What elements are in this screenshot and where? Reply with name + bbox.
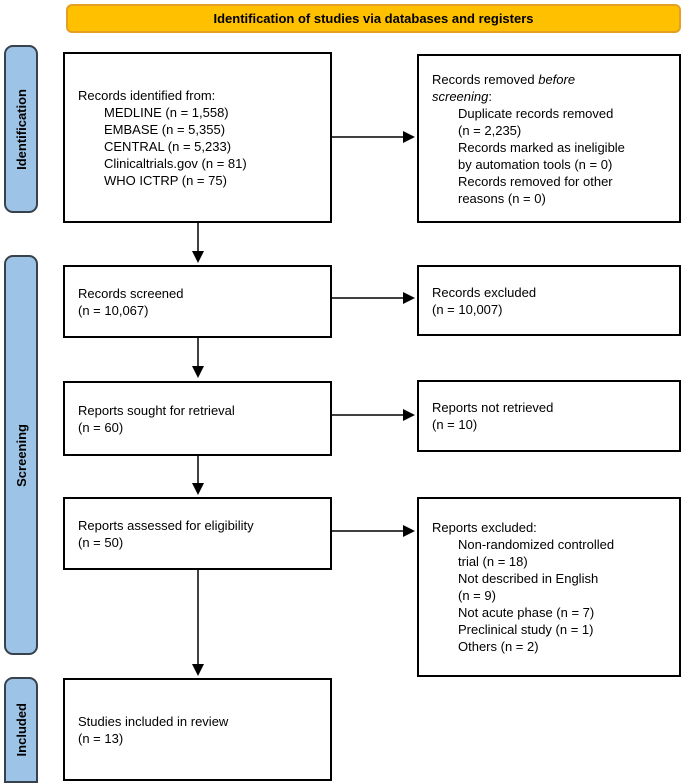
banner-label: Identification of studies via databases …: [213, 11, 534, 26]
removed-duplicates-line2: (n = 2,235): [458, 122, 522, 138]
box-records-screened: Records screened (n = 10,067): [63, 265, 332, 338]
records-removed-intro-italic1: before: [538, 71, 576, 87]
box-studies-included: Studies included in review (n = 13): [63, 678, 332, 781]
stage-identification-text: Identification: [13, 88, 29, 170]
stage-included-text: Included: [13, 703, 29, 757]
reports-assessed-text: Reports assessed for eligibility: [78, 517, 254, 533]
box-reports-assessed: Reports assessed for eligibility (n = 50…: [63, 497, 332, 570]
banner-identification-via-databases: Identification of studies via databases …: [66, 4, 681, 33]
source-clinicaltrials: Clinicaltrials.gov (n = 81): [104, 155, 247, 171]
records-excluded-count: (n = 10,007): [432, 301, 503, 317]
records-excluded-text: Records excluded: [432, 284, 537, 300]
excl-nonrandomized-line1: Non-randomized controlled: [458, 537, 615, 552]
records-removed-intro-line1: Records removed before: [432, 71, 671, 88]
records-removed-intro-line2: screening:: [432, 88, 671, 105]
source-who-ictrp: WHO ICTRP (n = 75): [104, 172, 227, 188]
removed-other-line2: reasons (n = 0): [458, 190, 546, 206]
excl-not-english-line2: (n = 9): [458, 588, 496, 603]
excl-not-acute-phase: Not acute phase (n = 7): [458, 605, 595, 620]
removed-other-line1: Records removed for other: [458, 173, 613, 189]
box-records-identified: Records identified from: MEDLINE (n = 1,…: [63, 52, 332, 223]
reports-not-retrieved-text: Reports not retrieved: [432, 400, 554, 415]
stage-label-identification: Identification: [4, 45, 38, 213]
box-reports-not-retrieved: Reports not retrieved (n = 10): [417, 380, 681, 452]
records-screened-count: (n = 10,067): [78, 302, 149, 318]
source-medline: MEDLINE (n = 1,558): [104, 104, 229, 120]
records-removed-intro-italic2: screening: [432, 88, 489, 104]
removed-automation-line2: by automation tools (n = 0): [458, 156, 613, 172]
source-central: CENTRAL (n = 5,233): [104, 138, 232, 154]
box-reports-excluded: Reports excluded: Non-randomized control…: [417, 497, 681, 677]
reports-sought-count: (n = 60): [78, 419, 124, 435]
removed-duplicates-line1: Duplicate records removed: [458, 105, 614, 121]
records-removed-intro-plain: Records removed: [432, 71, 539, 87]
source-embase: EMBASE (n = 5,355): [104, 121, 226, 137]
removed-automation-line1: Records marked as ineligible: [458, 139, 625, 155]
excl-preclinical: Preclinical study (n = 1): [458, 622, 594, 637]
studies-included-count: (n = 13): [78, 730, 124, 746]
records-screened-text: Records screened: [78, 285, 184, 301]
reports-sought-text: Reports sought for retrieval: [78, 402, 235, 418]
stage-label-included: Included: [4, 677, 38, 783]
box-records-excluded: Records excluded (n = 10,007): [417, 265, 681, 336]
reports-excluded-intro: Reports excluded:: [432, 520, 537, 535]
records-removed-intro-colon: :: [488, 88, 492, 104]
excl-not-english-line1: Not described in English: [458, 571, 599, 586]
reports-assessed-count: (n = 50): [78, 534, 124, 550]
stage-label-screening: Screening: [4, 255, 38, 655]
box-reports-sought: Reports sought for retrieval (n = 60): [63, 381, 332, 456]
studies-included-text: Studies included in review: [78, 713, 229, 729]
records-identified-intro: Records identified from:: [78, 87, 216, 103]
reports-not-retrieved-count: (n = 10): [432, 417, 478, 432]
stage-screening-text: Screening: [13, 423, 29, 487]
excl-nonrandomized-line2: trial (n = 18): [458, 554, 528, 569]
excl-others: Others (n = 2): [458, 639, 539, 654]
box-records-removed-before-screening: Records removed before screening: Duplic…: [417, 54, 681, 223]
